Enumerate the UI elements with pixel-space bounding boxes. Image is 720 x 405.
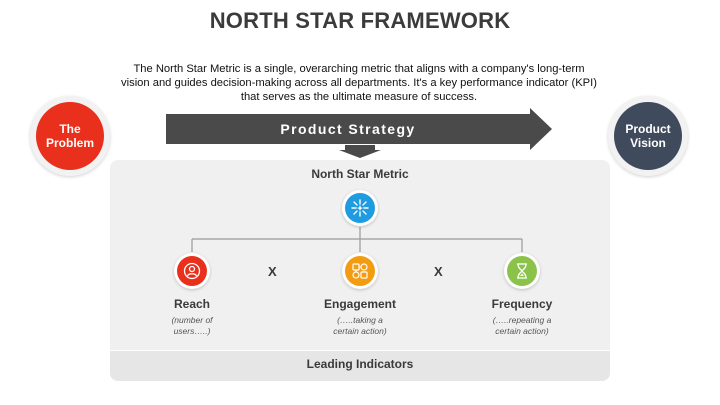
page-title: NORTH STAR FRAMEWORK — [209, 8, 511, 33]
frequency-description-line1: (…..repeating a — [492, 315, 552, 325]
problem-circle: The Problem — [30, 96, 110, 176]
vision-label: Product Vision — [625, 122, 671, 150]
reach-node — [174, 253, 210, 289]
engagement-icon — [352, 263, 368, 279]
description-text: The North Star Metric is a single, overa… — [121, 63, 597, 103]
north-star-fill — [345, 193, 375, 223]
vision-circle: Product Vision — [608, 96, 688, 176]
engagement-description-line1: (…..taking a — [337, 315, 383, 325]
reach-fill — [177, 256, 207, 286]
frequency-description-line2: certain action) — [495, 326, 549, 336]
hourglass-icon — [517, 263, 527, 279]
reach-label: Reach — [173, 297, 211, 311]
burst-icon — [351, 199, 369, 217]
multiply-operator-1: X — [268, 264, 277, 279]
north-star-node — [342, 190, 378, 226]
engagement-label: Engagement — [323, 297, 396, 311]
multiply-operator-2: X — [434, 264, 443, 279]
frequency-fill — [507, 256, 537, 286]
engagement-fill — [345, 256, 375, 286]
reach-description-line1: (number of — [171, 315, 213, 325]
frequency-node — [504, 253, 540, 289]
north-star-label: North Star Metric — [311, 167, 409, 181]
reach-description: (number of users…..) — [122, 315, 262, 337]
frequency-label: Frequency — [491, 297, 553, 311]
engagement-description: (…..taking a certain action) — [290, 315, 430, 337]
leading-indicators-label: Leading Indicators — [306, 357, 414, 371]
user-icon — [183, 262, 201, 280]
engagement-node — [342, 253, 378, 289]
problem-circle-fill: The Problem — [36, 102, 104, 170]
footer-bar — [110, 350, 610, 381]
vision-circle-fill: Product Vision — [614, 102, 682, 170]
reach-description-line2: users…..) — [173, 326, 211, 336]
engagement-description-line2: certain action) — [333, 326, 387, 336]
strategy-arrow-shape — [166, 108, 552, 150]
strategy-label: Product Strategy — [280, 121, 416, 137]
down-arrow-icon — [339, 145, 381, 158]
problem-label: The Problem — [45, 122, 94, 150]
frequency-description: (…..repeating a certain action) — [452, 315, 592, 337]
